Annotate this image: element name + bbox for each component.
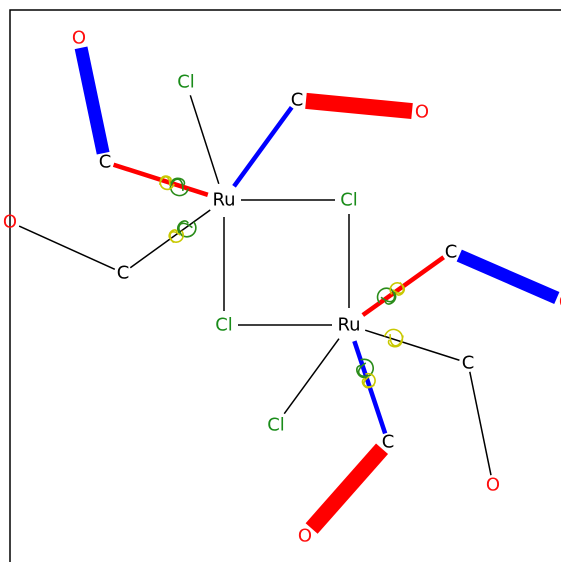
- bond-c5-o5: [469, 371, 492, 476]
- atom-label-cl1: Cl: [177, 72, 195, 93]
- atom-label-c1: C: [99, 152, 112, 173]
- atom-label-ru1: Ru: [212, 190, 235, 211]
- atom-label-cl4: Cl: [267, 415, 285, 436]
- bond-ru2-cl4: [283, 338, 340, 415]
- orbital-marker-ru2-c6-2: [361, 372, 376, 389]
- atom-label-o1: O: [72, 28, 86, 49]
- plot-border: [9, 9, 561, 562]
- orbital-marker-ru2-c6-1: [356, 358, 374, 379]
- orbital-marker-ru2-c4-2: [389, 281, 405, 296]
- orbital-marker-ru2-c5-1: [383, 328, 404, 348]
- orbital-marker-ru2-c4-1: [376, 287, 397, 305]
- bond-ru1-cl1: [189, 95, 220, 185]
- atom-label-c5: C: [462, 353, 475, 374]
- atom-label-o5: O: [486, 475, 500, 496]
- atom-label-c6: C: [382, 432, 395, 453]
- orbital-marker-ru1-c1-1: [169, 177, 190, 197]
- bond-c3-o3: [18, 225, 116, 270]
- atom-label-o3: O: [3, 212, 17, 233]
- atom-label-c3: C: [117, 263, 130, 284]
- orbital-marker-ru1-c1-2: [159, 175, 175, 191]
- bond-c6-o6: [305, 443, 389, 534]
- atom-label-cl2: Cl: [340, 190, 358, 211]
- orbitals-layer: [159, 175, 405, 389]
- atoms-layer: RuRuClClClClCCCCCCOOOOOO: [3, 28, 561, 547]
- bond-c2-o2: [305, 92, 413, 120]
- orbital-marker-ru1-c3-1: [177, 220, 197, 238]
- atom-label-cl3: Cl: [215, 315, 233, 336]
- bond-c4-o4: [456, 249, 560, 304]
- atom-label-c4: C: [445, 242, 458, 263]
- atom-label-ru2: Ru: [337, 315, 360, 336]
- bonds-layer: [18, 46, 560, 534]
- bond-ru1-c2: [232, 105, 294, 188]
- atom-label-c2: C: [291, 90, 304, 111]
- atom-label-o6: O: [298, 526, 312, 547]
- bond-c1-o1: [74, 46, 110, 155]
- atom-label-o4: O: [559, 292, 561, 313]
- orbital-marker-ru1-c3-2: [168, 229, 184, 244]
- atom-label-o2: O: [415, 102, 429, 123]
- bond-ru2-c5: [364, 329, 460, 361]
